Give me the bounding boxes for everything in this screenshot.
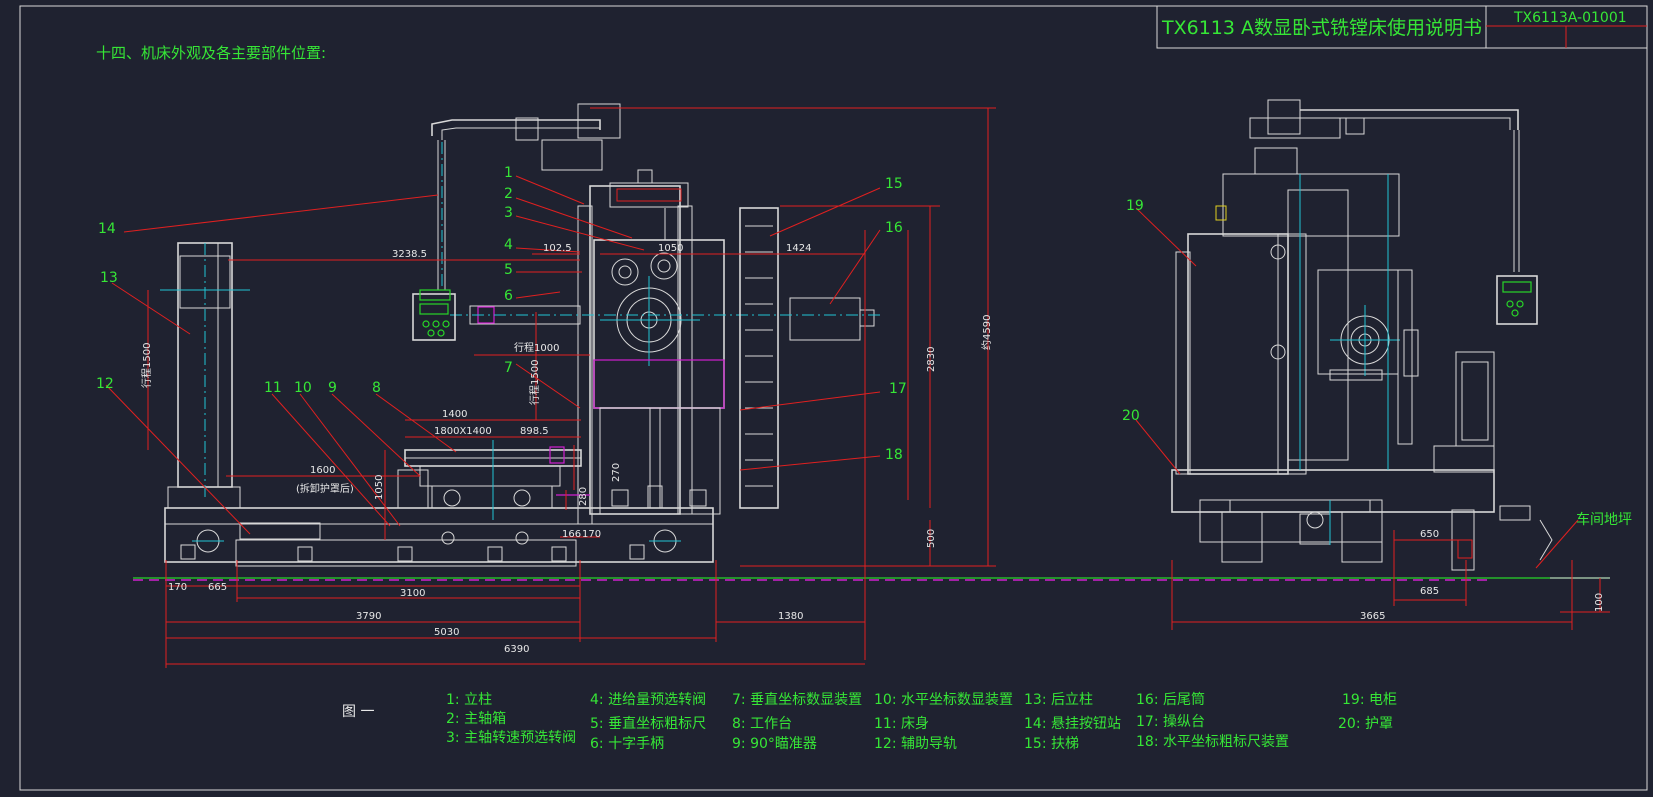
callout-13: 13 — [100, 270, 118, 286]
callout-20: 20 — [1122, 408, 1140, 424]
dim-3790: 3790 — [356, 611, 381, 622]
legend-item: 8: 工作台 — [732, 716, 792, 732]
pendant-station — [412, 293, 456, 341]
callout-14: 14 — [98, 221, 116, 237]
dim-3238: 3238.5 — [392, 249, 427, 260]
section-heading: 十四、机床外观及各主要部件位置: — [96, 44, 326, 62]
title-text: TX6113 A数显卧式铣镗床使用说明书 — [1161, 17, 1482, 39]
legend-item: 1: 立柱 — [446, 692, 492, 708]
dim-270: 270 — [611, 463, 622, 482]
dimension-lines — [147, 230, 1610, 668]
dim-travel-1500-vert: 行程1500 — [528, 360, 541, 405]
dim-665: 665 — [208, 582, 227, 593]
side-pendant — [1496, 275, 1538, 325]
side-bed — [1171, 469, 1495, 513]
callout-15: 15 — [885, 176, 903, 192]
legend-item: 9: 90°瞄准器 — [732, 736, 817, 752]
dim-5030: 5030 — [434, 627, 459, 638]
figure-label: 图 一 — [342, 704, 374, 720]
legend-item: 12: 辅助导轨 — [874, 736, 957, 752]
legend-item: 11: 床身 — [874, 716, 929, 732]
callout-5: 5 — [504, 262, 513, 278]
legend-item: 2: 主轴箱 — [446, 711, 506, 727]
dim-898: 898.5 — [520, 426, 549, 437]
callout-6: 6 — [504, 288, 513, 304]
dim-travel-1000: 行程1000 — [514, 341, 559, 354]
legend-item: 17: 操纵台 — [1136, 714, 1205, 730]
dim-166: 166 — [562, 529, 581, 540]
dim-3100: 3100 — [400, 588, 425, 599]
legend-item: 6: 十字手柄 — [590, 736, 664, 752]
callout-4: 4 — [504, 237, 513, 253]
dim-2830: 2830 — [926, 347, 937, 372]
legend-item: 18: 水平坐标粗标尺装置 — [1136, 734, 1289, 750]
callout-12: 12 — [96, 376, 114, 392]
callout-19: 19 — [1126, 198, 1144, 214]
callout-17: 17 — [889, 381, 907, 397]
legend-item: 14: 悬挂按钮站 — [1024, 716, 1121, 732]
dim-remark: (拆卸护罩后) — [296, 482, 354, 495]
floor-label: 车间地坪 — [1576, 511, 1632, 528]
drawing-frame — [19, 5, 1648, 791]
callout-2: 2 — [504, 186, 513, 202]
callout-10: 10 — [294, 380, 312, 396]
dim-1400: 1400 — [442, 409, 467, 420]
title-block: TX6113 A数显卧式铣镗床使用说明书 TX6113A-01001 — [1156, 5, 1648, 49]
callout-9: 9 — [328, 380, 337, 396]
dim-1800x1400: 1800X1400 — [434, 426, 492, 437]
callout-numbers: 1 2 3 4 5 6 7 8 9 10 11 12 13 14 15 16 1… — [96, 165, 1632, 528]
callout-7: 7 — [504, 360, 513, 376]
legend-item: 7: 垂直坐标数显装置 — [732, 691, 862, 708]
legend-item: 3: 主轴转速预选转阀 — [446, 730, 576, 746]
dim-685: 685 — [1420, 586, 1439, 597]
callout-3: 3 — [504, 205, 513, 221]
top-box — [577, 103, 621, 139]
callout-11: 11 — [264, 380, 282, 396]
callout-1: 1 — [504, 165, 513, 181]
callout-18: 18 — [885, 447, 903, 463]
legend-item: 5: 垂直坐标粗标尺 — [590, 715, 706, 732]
ladder — [739, 207, 779, 509]
electric-cabinet — [1187, 233, 1289, 475]
legend-item: 13: 后立柱 — [1024, 692, 1093, 708]
legend: 1: 立柱 2: 主轴箱 3: 主轴转速预选转阀 4: 进给量预选转阀 5: 垂… — [446, 691, 1397, 752]
front-view — [133, 103, 1610, 660]
main-column — [589, 185, 681, 515]
dim-travel-1500-col: 行程1500 — [140, 343, 153, 388]
callout-leaders — [105, 175, 1579, 569]
dim-170: 170 — [168, 582, 187, 593]
dim-1424: 1424 — [786, 243, 811, 254]
dim-3665: 3665 — [1360, 611, 1385, 622]
dim-500: 500 — [926, 529, 937, 548]
drawing-number: TX6113A-01001 — [1513, 10, 1627, 26]
dim-1050-table: 1050 — [374, 475, 385, 500]
dim-280: 280 — [578, 487, 589, 506]
legend-item: 19: 电柜 — [1342, 692, 1397, 708]
side-view — [1171, 99, 1610, 579]
legend-item: 10: 水平坐标数显装置 — [874, 692, 1013, 708]
legend-item: 4: 进给量预选转阀 — [590, 692, 706, 708]
dim-100: 100 — [1594, 593, 1605, 612]
dim-4590: 约4590 — [980, 315, 993, 350]
legend-item: 16: 后尾筒 — [1136, 691, 1205, 708]
callout-8: 8 — [372, 380, 381, 396]
bed — [164, 507, 714, 563]
callout-16: 16 — [885, 220, 903, 236]
legend-item: 15: 扶梯 — [1024, 736, 1079, 752]
dimension-values: 3238.5 102.5 1050 1424 行程1000 行程1500 行程1… — [140, 243, 1605, 655]
legend-item: 20: 护罩 — [1338, 716, 1393, 732]
dim-650: 650 — [1420, 529, 1439, 540]
dim-102: 102.5 — [543, 243, 572, 254]
dim-6390: 6390 — [504, 644, 529, 655]
dim-1380: 1380 — [778, 611, 803, 622]
dim-170-col: 170 — [582, 529, 601, 540]
dim-1600: 1600 — [310, 465, 335, 476]
dim-1050-head: 1050 — [658, 243, 683, 254]
